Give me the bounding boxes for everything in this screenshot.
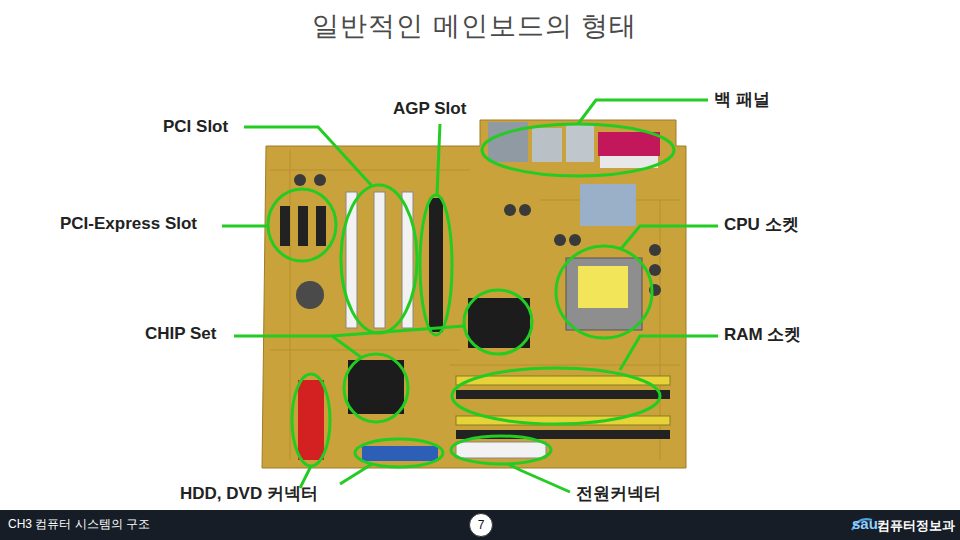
part-label: PCI Slot xyxy=(163,117,228,137)
board xyxy=(262,120,686,468)
part-label: HDD, DVD 커넥터 xyxy=(180,482,318,505)
callout-ellipses xyxy=(268,124,674,467)
part-label: 백 패널 xyxy=(714,88,770,111)
part-label: CPU 소켓 xyxy=(724,213,799,236)
part-label: 전원커넥터 xyxy=(576,482,661,505)
page-number: 7 xyxy=(478,518,485,532)
logo-text: 컴퓨터정보과 xyxy=(877,517,955,535)
footer-bar xyxy=(0,510,960,540)
leader-lines xyxy=(222,100,718,492)
slide-title: 일반적인 메인보드의 형태 xyxy=(0,8,955,44)
page-number-circle: 7 xyxy=(469,513,493,537)
part-label: RAM 소켓 xyxy=(724,323,801,346)
footer-chapter: CH3 컴퓨터 시스템의 구조 xyxy=(8,516,150,533)
part-label: PCI-Express Slot xyxy=(60,214,197,234)
part-label: CHIP Set xyxy=(145,324,217,344)
part-label: AGP Slot xyxy=(393,99,466,119)
logo-mark: sau xyxy=(852,515,878,532)
back-panel-ports xyxy=(488,122,660,226)
